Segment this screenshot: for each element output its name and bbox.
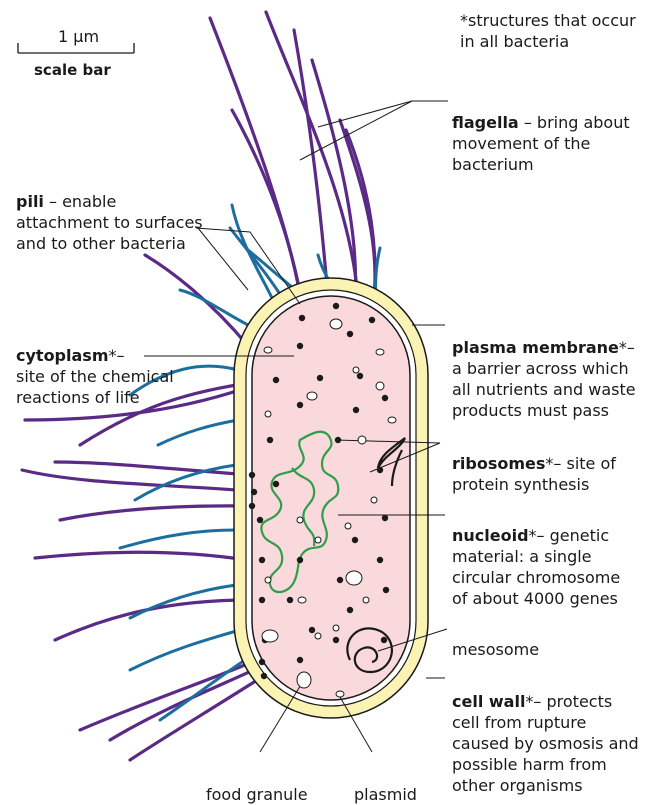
ribosome-dot [382, 515, 388, 521]
pilus [120, 530, 236, 548]
ribosome-dot [347, 607, 353, 613]
pilus [130, 630, 240, 670]
cytoplasm-granule [265, 411, 271, 417]
cytoplasm-granule [363, 597, 369, 603]
cell-body [234, 278, 428, 718]
ribosome-dot [297, 343, 303, 349]
scale-bar-caption: scale bar [34, 61, 111, 79]
label-pili-name: pili [16, 192, 44, 211]
ribosome-dot [273, 481, 279, 487]
label-mesosome: mesosome [452, 618, 539, 660]
label-plasma-membrane: plasma membrane*– a barrier across which… [452, 316, 636, 421]
label-plasmid: plasmid [354, 763, 417, 805]
ribosome-dot [369, 317, 375, 323]
label-plasmid-desc: plasmid [354, 785, 417, 804]
flagellum [312, 60, 356, 298]
label-ribosomes: ribosomes*– site of protein synthesis [452, 432, 616, 495]
cytoplasm-granule [345, 523, 351, 529]
label-food-granule: food granule [206, 763, 308, 805]
cytoplasm-granule [265, 577, 271, 583]
ribosome-dot [377, 467, 383, 473]
pilus [158, 420, 238, 445]
ribosome-dot [381, 637, 387, 643]
label-cell-wall: cell wall*– protects cell from rupture c… [452, 670, 639, 796]
label-food-granule-desc: food granule [206, 785, 308, 804]
flagellum [60, 506, 248, 520]
label-flagella-name: flagella [452, 113, 519, 132]
ribosome-dot [249, 503, 255, 509]
ribosome-dot [297, 657, 303, 663]
cytoplasm-granule [297, 517, 303, 523]
cytoplasm-granule [388, 417, 396, 423]
ribosome-dot [251, 489, 257, 495]
ribosome-dot [382, 395, 388, 401]
bacterium-diagram: 1 μm scale bar *structures that occur in… [0, 0, 655, 787]
ribosome-dot [317, 375, 323, 381]
cytoplasm-granule [262, 630, 278, 642]
ribosome-dot [377, 557, 383, 563]
label-ribosomes-name: ribosomes [452, 454, 545, 473]
ribosome-dot [297, 402, 303, 408]
ribosome-dot [299, 315, 305, 321]
ribosome-dot [261, 673, 267, 679]
cytoplasm-granule [298, 597, 306, 603]
ribosome-dot [259, 597, 265, 603]
label-pili: pili – enable attachment to surfaces and… [16, 170, 203, 254]
cytoplasm-granule [346, 571, 362, 585]
ribosome-dot [287, 597, 293, 603]
asterisk-note: *structures that occur in all bacteria [460, 10, 636, 52]
ribosome-dot [259, 557, 265, 563]
cytoplasm-granule [330, 319, 342, 329]
flagellum [294, 30, 328, 300]
ribosome-dot [337, 577, 343, 583]
ribosome-dot [333, 637, 339, 643]
flagellum [35, 552, 247, 560]
label-pili-desc: – enable attachment to surfaces and to o… [16, 192, 203, 253]
ribosome-dot [347, 331, 353, 337]
ribosome-dot [249, 472, 255, 478]
ribosome-dot [357, 373, 363, 379]
cytoplasm-granule [376, 349, 384, 355]
label-mesosome-desc: mesosome [452, 640, 539, 659]
label-cytoplasm-name: cytoplasm [16, 346, 108, 365]
cytoplasm-granule [315, 537, 321, 543]
cytoplasm-granule [371, 497, 377, 503]
ribosome-dot [267, 437, 273, 443]
ribosome-dot [383, 587, 389, 593]
label-cytoplasm: cytoplasm*– site of the chemical reactio… [16, 324, 174, 408]
ribosome-dot [353, 407, 359, 413]
cytoplasm-granule [307, 392, 317, 400]
ribosome-dot [352, 537, 358, 543]
label-flagella: flagella – bring about movement of the b… [452, 91, 630, 175]
cytoplasm-granule [315, 633, 321, 639]
label-nucleoid: nucleoid*– genetic material: a single ci… [452, 504, 620, 609]
cytoplasm-granule [264, 347, 272, 353]
ribosome-dot [333, 303, 339, 309]
cytoplasm-granule [376, 382, 384, 390]
ribosome-dot [259, 659, 265, 665]
ribosome-dot [309, 627, 315, 633]
label-plasma-membrane-name: plasma membrane [452, 338, 619, 357]
cytoplasm-granule [336, 691, 344, 697]
ribosome-dot [273, 377, 279, 383]
ribosome-dot [335, 437, 341, 443]
scale-bar-value: 1 μm [58, 27, 99, 46]
cytoplasm-granule [297, 672, 311, 688]
label-cell-wall-name: cell wall [452, 692, 525, 711]
cytoplasm-granule [358, 436, 366, 444]
cytoplasm-granule [333, 625, 339, 631]
ribosome-dot [257, 517, 263, 523]
cytoplasm-granule [353, 367, 359, 373]
label-nucleoid-name: nucleoid [452, 526, 529, 545]
pilus [160, 660, 245, 720]
ribosome-dot [297, 557, 303, 563]
